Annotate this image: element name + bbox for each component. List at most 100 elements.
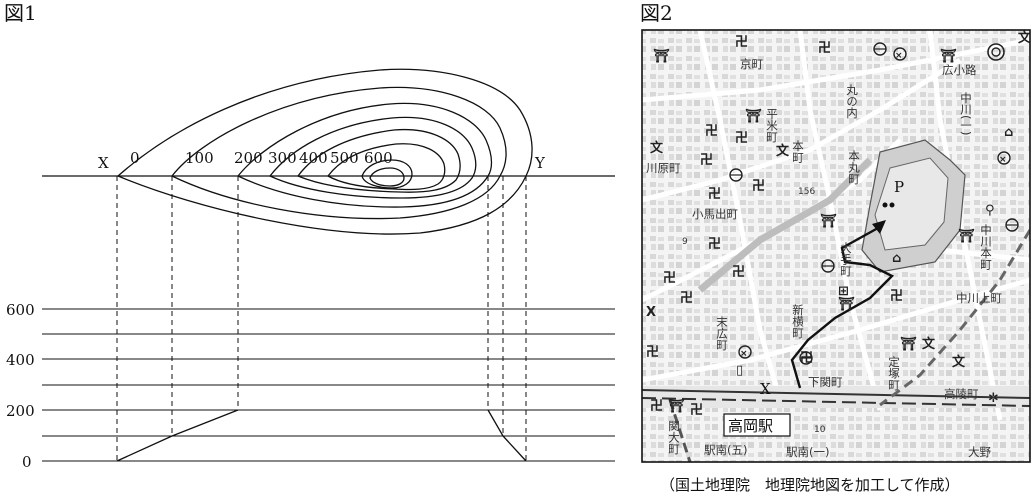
svg-text:×: × <box>895 51 903 61</box>
fig1-title: 図1 <box>4 1 37 25</box>
contour-label-200: 200 <box>234 149 263 167</box>
school-icon: 文 <box>1018 30 1032 46</box>
place-sekiomachi: 関大町 <box>667 420 681 455</box>
profile-right-segment <box>487 409 527 462</box>
figure-2: 図2 <box>640 1 1032 494</box>
figure-1: 図1 X Y 0 100 200 300 400 500 600 <box>4 1 615 471</box>
contour-600 <box>361 159 413 189</box>
place-marunouchi: 丸の内 <box>845 84 859 119</box>
factory-icon: ✲ <box>988 391 999 406</box>
route-arrowhead <box>872 220 886 234</box>
place-suehiromachi: 末広町 <box>715 315 729 350</box>
place-heiyonmachi: 平米町 <box>765 108 779 143</box>
temple-icon: 卍 <box>646 345 659 360</box>
contour-600-inner <box>369 167 405 187</box>
point-p-dot-2 <box>889 202 895 208</box>
place-ekiminami-go: 駅南(五) <box>704 443 747 457</box>
temple-icon: 卍 <box>690 403 703 418</box>
elevation-grid <box>42 308 615 462</box>
place-komadecho: 小馬出町 <box>692 207 738 221</box>
y-label-400: 400 <box>6 351 35 369</box>
contour-400 <box>296 128 461 193</box>
city-hall-icon <box>987 43 1005 61</box>
temple-icon: 卍 <box>700 153 713 168</box>
place-honmachi: 本町 <box>791 139 805 163</box>
fig2-title: 図2 <box>640 1 673 25</box>
main-road <box>697 157 873 293</box>
temple-icon: 卍 <box>650 399 663 414</box>
shrine-icon: ⛩ <box>838 296 855 312</box>
point-p-dot-1 <box>882 202 888 208</box>
contour-label-100: 100 <box>185 149 214 167</box>
museum-icon: ⌂ <box>1004 125 1013 140</box>
contour-label-400: 400 <box>299 149 328 167</box>
contour-label-0: 0 <box>130 149 140 167</box>
temple-icon: 卍 <box>663 271 676 286</box>
road-number-9: 9 <box>682 237 688 247</box>
school-icon: 文 <box>776 143 790 159</box>
contour-300 <box>268 116 477 199</box>
place-otemachi: 大手町 <box>839 241 853 276</box>
contour-500 <box>327 143 446 191</box>
temple-icon: 卍 <box>818 41 831 56</box>
contour-0 <box>116 68 533 235</box>
place-kyomachi: 京町 <box>740 57 763 71</box>
place-hirokoji: 広小路 <box>942 63 977 77</box>
place-shinyokomachi: 新横町 <box>791 303 805 338</box>
temple-icon: 卍 <box>732 265 745 280</box>
temple-icon: 卍 <box>735 35 748 50</box>
station-label: 高岡駅 <box>728 417 773 435</box>
post-office-icon <box>738 345 752 359</box>
station-box <box>723 413 791 437</box>
point-p-label: P <box>894 178 904 196</box>
y-label-600: 600 <box>6 301 35 319</box>
shrine-icon: ⛩ <box>820 213 837 229</box>
place-ekiminami-ichi: 駅南(一) <box>786 445 829 459</box>
temple-icon: 卍 <box>752 179 765 194</box>
castle-grounds <box>874 157 949 251</box>
place-nakagawa-kamimachi: 中川上町 <box>956 291 1002 305</box>
shrine-icon: ⛩ <box>940 48 957 64</box>
contour-200 <box>236 102 493 208</box>
temple-icon: 卍 <box>735 131 748 146</box>
y-label-200: 200 <box>6 402 35 420</box>
contour-label-600: 600 <box>364 149 393 167</box>
map-symbols: 卍 卍 卍 卍 卍 卍 卍 卍 卍 卍 卍 卍 卍 卍 卍 卍 ⛩ ⛩ ⛩ ⛩ <box>646 30 1032 418</box>
map-frame <box>641 29 1031 463</box>
shrine-icon: ⛩ <box>668 398 685 414</box>
route-line <box>790 226 895 389</box>
hospital-icon: ⊞ <box>838 284 849 299</box>
police-icon: ⚲ <box>985 203 995 218</box>
temple-icon: 卍 <box>890 289 903 304</box>
place-jotsukamachi: 定塚町 <box>887 355 901 390</box>
museum-icon: ⌂ <box>892 251 901 266</box>
boundary-line <box>879 229 1030 407</box>
contour-100 <box>170 86 507 220</box>
endpoint-x-label: X <box>98 154 109 172</box>
place-honmarumachi: 本丸町 <box>847 149 861 184</box>
svg-text:×: × <box>740 349 748 359</box>
shrine-icon: ⛩ <box>958 228 975 244</box>
contour-label-300: 300 <box>268 149 297 167</box>
library-icon: ▯ <box>736 363 743 378</box>
place-ono: 大野 <box>968 445 991 459</box>
post-office-icon <box>997 151 1011 165</box>
school-icon: 文 <box>650 140 664 156</box>
map-caption: （国土地理院 地理院地図を加工して作成） <box>660 476 960 494</box>
place-nakagawa: 中川(一) <box>959 92 973 135</box>
post-office-icon <box>893 47 907 61</box>
map-body: P 卍 卍 卍 卍 卍 卍 卍 卍 卍 卍 卍 卍 卍 卍 卍 卍 ⛩ ⛩ <box>642 30 1032 462</box>
temple-icon: 卍 <box>708 237 721 252</box>
contour-lines <box>116 68 533 235</box>
endpoint-y-label: Y <box>534 154 546 172</box>
profile-left-segment <box>116 409 239 462</box>
temple-icon: 卍 <box>680 291 693 306</box>
police-box-icon: X <box>646 305 656 320</box>
y-label-0: 0 <box>22 453 32 471</box>
shrine-icon: ⛩ <box>745 108 762 124</box>
school-icon: 文 <box>922 336 936 352</box>
place-nakagawa-honmachi: 中川本町 <box>979 224 993 270</box>
map-x-marker: X <box>760 380 771 398</box>
road-number-156: 156 <box>798 187 815 197</box>
